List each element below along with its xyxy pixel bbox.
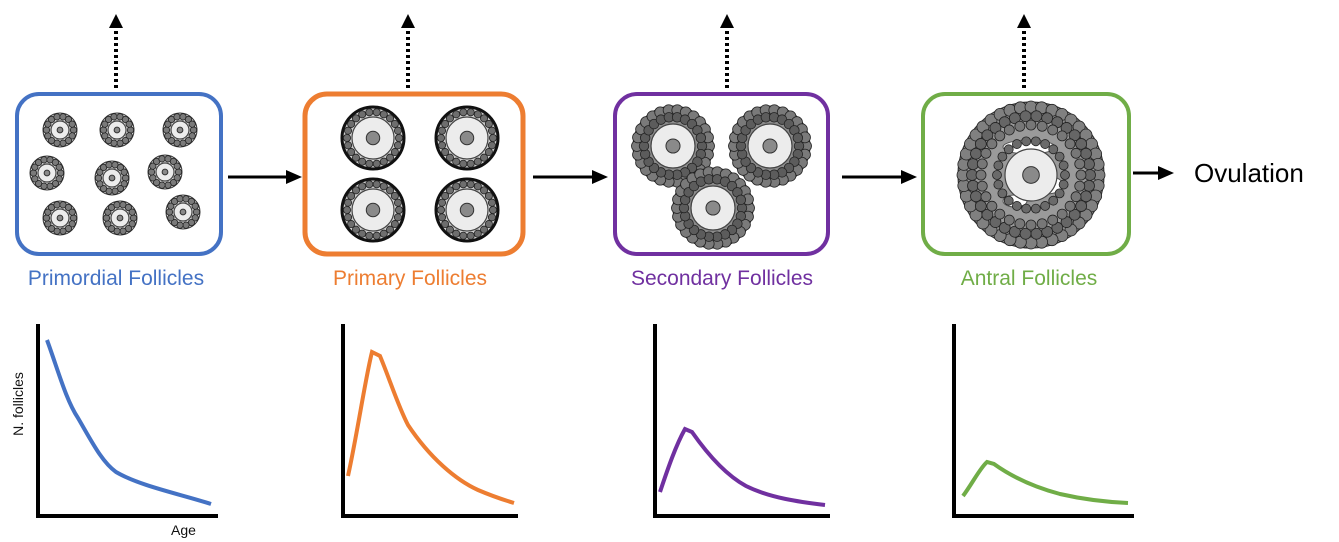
secondary-follicle	[728, 104, 812, 188]
dotted-up-arrow-icon	[720, 14, 734, 88]
right-arrows	[228, 166, 1174, 184]
antral-follicle	[956, 100, 1106, 250]
primary-follicle	[340, 177, 406, 243]
stage-label-primary: Primary Follicles	[333, 267, 487, 290]
curve-primordial	[45, 339, 212, 506]
axes-secondary	[653, 324, 830, 518]
right-arrow-icon	[1133, 166, 1174, 180]
primordial-follicle	[29, 155, 65, 191]
primordial-follicle	[162, 112, 198, 148]
plot-antral	[952, 324, 1134, 518]
curve-secondary	[658, 426, 826, 507]
curve-primary	[346, 349, 515, 505]
plot-secondary	[653, 324, 830, 518]
curve-antral	[961, 459, 1129, 505]
secondary-follicle	[671, 166, 755, 250]
primordial-follicle	[147, 154, 183, 190]
primordial-follicle	[94, 160, 130, 196]
axes-primordial	[36, 324, 218, 518]
stage-label-antral: Antral Follicles	[961, 267, 1098, 290]
dotted-up-arrows	[109, 14, 1031, 88]
stage-label-primordial: Primordial Follicles	[28, 267, 204, 290]
dotted-up-arrow-icon	[401, 14, 415, 88]
secondary-follicle	[631, 104, 715, 188]
primordial-follicle	[42, 112, 78, 148]
dotted-up-arrow-icon	[109, 14, 123, 88]
primary-follicle	[434, 105, 500, 171]
primordial-follicle	[102, 200, 138, 236]
axes-primary	[341, 324, 518, 518]
plot-primordial	[36, 324, 218, 518]
primordial-follicle	[42, 200, 78, 236]
dotted-up-arrow-icon	[1017, 14, 1031, 88]
x-axis-label: Age	[171, 522, 196, 538]
y-axis-label: N. follicles	[10, 372, 26, 436]
right-arrow-icon	[533, 170, 608, 184]
primary-follicle	[340, 105, 406, 171]
stage-label-secondary: Secondary Follicles	[631, 267, 813, 290]
plot-primary	[341, 324, 518, 518]
primordial-follicle	[165, 194, 201, 230]
right-arrow-icon	[842, 170, 917, 184]
primary-follicle	[434, 177, 500, 243]
right-arrow-icon	[228, 170, 302, 184]
primordial-follicle	[99, 112, 135, 148]
follicle-illustrations	[29, 100, 1106, 250]
ovulation-label: Ovulation	[1194, 158, 1304, 188]
axes-antral	[952, 324, 1134, 518]
